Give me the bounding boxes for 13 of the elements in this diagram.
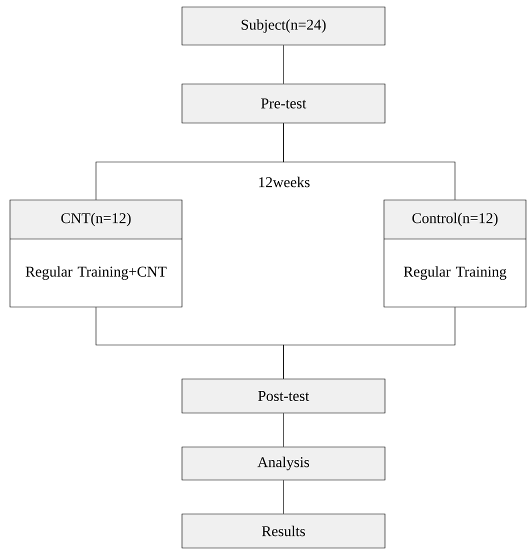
connector-line [283,123,456,200]
connector-line [283,45,284,84]
group-box: Control(n=12) Regular Training [384,200,526,308]
process-box: Analysis [182,446,386,480]
connector-line [283,480,284,514]
process-box: Results [182,514,386,548]
period-label: 12weeks [259,176,310,188]
connector-line [283,413,284,447]
process-box: Post-test [182,378,386,414]
connector-line [283,307,456,379]
process-box: Subject(n=24) [182,6,386,46]
group-box: CNT(n=12) Regular Training+CNT [10,200,182,308]
process-box: Pre-test [182,84,386,124]
